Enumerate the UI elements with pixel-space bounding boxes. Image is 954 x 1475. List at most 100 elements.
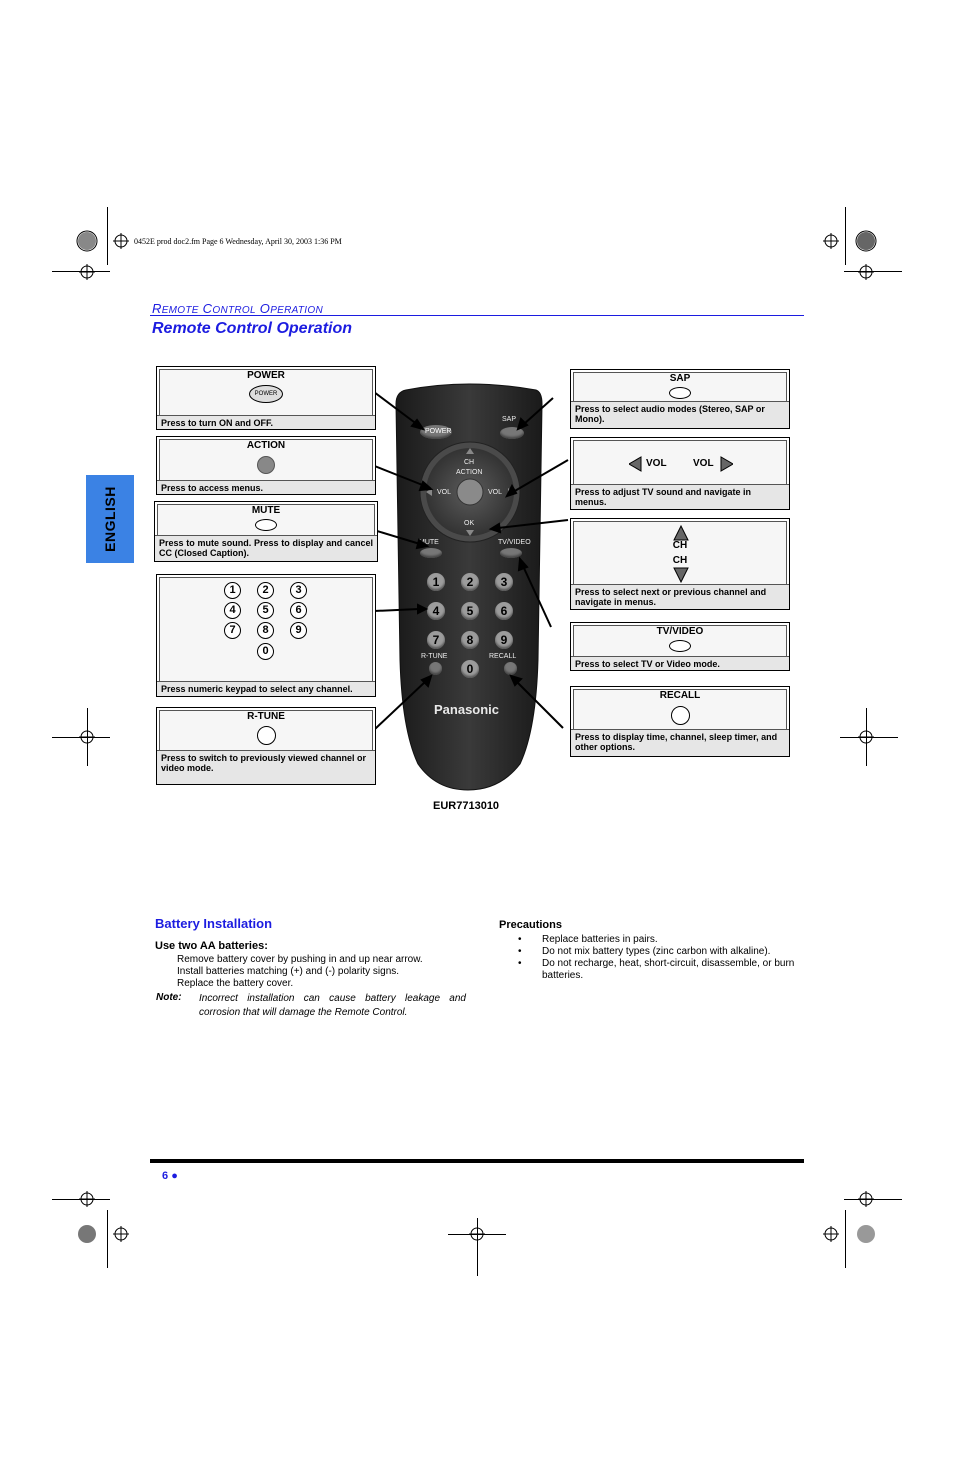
remote-key-1[interactable]: 1	[427, 573, 445, 591]
note-text: Incorrect installation can cause battery…	[199, 993, 466, 1018]
callout-rtune: R-TUNE Press to switch to previously vie…	[156, 707, 376, 785]
ch-down-label: CH	[672, 555, 688, 566]
remote-brand-logo: Panasonic	[434, 702, 500, 717]
remote-key-8[interactable]: 8	[461, 631, 479, 649]
remote-key-0[interactable]: 0	[461, 660, 479, 678]
remote-mute-label: MUTE	[419, 539, 439, 546]
remote-key-6[interactable]: 6	[495, 602, 513, 620]
callout-ch: CH CH Press to select next or previous c…	[570, 518, 790, 610]
remote-tvvideo-label: TV/VIDEO	[498, 539, 531, 546]
power-button-icon: POWER	[249, 385, 283, 403]
header-rule	[150, 315, 804, 316]
remote-recall-label: RECALL	[489, 653, 517, 660]
keypad-1-icon: 1	[224, 582, 241, 599]
remote-mute-button[interactable]	[420, 548, 442, 558]
callout-sap-title: SAP	[669, 373, 691, 384]
vol-arrows-icon	[629, 456, 733, 472]
remote-sap-label: SAP	[502, 416, 517, 423]
remote-recall-button[interactable]	[504, 662, 517, 675]
callout-mute-title: MUTE	[251, 505, 281, 516]
language-tab: ENGLISH	[86, 475, 134, 563]
battery-step-1: Remove battery cover by pushing in and u…	[177, 954, 423, 965]
remote-key-7[interactable]: 7	[427, 631, 445, 649]
precaution-item: Replace batteries in pairs.	[518, 934, 803, 946]
callout-vol: VOL VOL Press to adjust TV sound and nav…	[570, 437, 790, 510]
callout-keypad: 1 2 3 4 5 6 7 8 9 0 Press numeric keypad…	[156, 574, 376, 697]
remote-vol-right-label: VOL	[488, 489, 503, 496]
callout-action-title: ACTION	[246, 440, 286, 451]
precautions-title: Precautions	[499, 919, 562, 931]
section-header: REMOTE CONTROL OPERATION	[152, 301, 323, 316]
keypad-6-icon: 6	[290, 602, 307, 619]
callout-mute-desc: Press to mute sound. Press to display an…	[155, 535, 377, 561]
action-button-icon	[257, 456, 275, 474]
callout-tvvideo-title: TV/VIDEO	[656, 626, 704, 637]
callout-power-title: POWER	[247, 370, 285, 381]
keypad-0-icon: 0	[257, 643, 274, 660]
precaution-item: Do not recharge, heat, short-circuit, di…	[518, 958, 803, 982]
remote-vol-left-label: VOL	[437, 489, 452, 496]
callout-rtune-desc: Press to switch to previously viewed cha…	[157, 750, 375, 784]
keypad-4-icon: 4	[224, 602, 241, 619]
callout-power: POWER POWER Press to turn ON and OFF.	[156, 366, 376, 430]
remote-power-label: POWER	[425, 428, 452, 435]
note-label: Note:	[156, 992, 182, 1003]
remote-key-3[interactable]: 3	[495, 573, 513, 591]
remote-action-label: ACTION	[456, 469, 483, 476]
keypad-7-icon: 7	[224, 622, 241, 639]
bullet-icon: ●	[171, 1170, 178, 1182]
callout-sap: SAP Press to select audio modes (Stereo,…	[570, 369, 790, 429]
battery-subtitle: Use two AA batteries:	[155, 940, 268, 952]
vol-left-label: VOL	[646, 458, 667, 469]
page-number: 6 ●	[162, 1170, 178, 1182]
callout-ch-desc: Press to select next or previous channel…	[571, 584, 789, 609]
remote-tvvideo-button[interactable]	[500, 548, 522, 558]
callout-power-desc: Press to turn ON and OFF.	[157, 415, 375, 429]
rtune-button-icon	[257, 726, 276, 745]
callout-recall-desc: Press to display time, channel, sleep ti…	[571, 729, 789, 756]
remote-rtune-button[interactable]	[429, 662, 442, 675]
keypad-9-icon: 9	[290, 622, 307, 639]
tvvideo-button-icon	[669, 640, 691, 652]
callout-action-desc: Press to access menus.	[157, 480, 375, 494]
keypad-8-icon: 8	[257, 622, 274, 639]
remote-body	[395, 383, 543, 791]
remote-key-9[interactable]: 9	[495, 631, 513, 649]
remote-rtune-label: R-TUNE	[421, 653, 448, 660]
keypad-3-icon: 3	[290, 582, 307, 599]
callout-keypad-desc: Press numeric keypad to select any chann…	[157, 681, 375, 696]
ch-up-label: CH	[672, 540, 688, 551]
callout-action: ACTION Press to access menus.	[156, 436, 376, 495]
battery-step-3: Replace the battery cover.	[177, 978, 294, 989]
callout-tvvideo: TV/VIDEO Press to select TV or Video mod…	[570, 622, 790, 671]
file-info: 0452E prod doc2.fm Page 6 Wednesday, Apr…	[134, 237, 342, 246]
remote-key-5[interactable]: 5	[461, 602, 479, 620]
callout-tvvideo-desc: Press to select TV or Video mode.	[571, 656, 789, 670]
remote-ch-label: CH	[464, 459, 475, 466]
ch-down-arrow-icon	[673, 567, 689, 583]
callout-recall-title: RECALL	[659, 690, 701, 701]
model-number: EUR7713010	[433, 800, 500, 812]
callout-mute: MUTE Press to mute sound. Press to displ…	[154, 501, 378, 562]
precautions-list: Replace batteries in pairs. Do not mix b…	[518, 934, 803, 982]
precaution-item: Do not mix battery types (zinc carbon wi…	[518, 946, 803, 958]
callout-recall: RECALL Press to display time, channel, s…	[570, 686, 790, 757]
footer-rule	[150, 1159, 804, 1163]
remote-ok-label: OK	[464, 520, 475, 527]
callout-sap-desc: Press to select audio modes (Stereo, SAP…	[571, 401, 789, 428]
keypad-5-icon: 5	[257, 602, 274, 619]
page-title: Remote Control Operation	[152, 320, 353, 337]
remote-key-2[interactable]: 2	[461, 573, 479, 591]
recall-button-icon	[671, 706, 690, 725]
mute-button-icon	[255, 519, 277, 531]
callout-vol-desc: Press to adjust TV sound and navigate in…	[571, 484, 789, 509]
keypad-2-icon: 2	[257, 582, 274, 599]
ch-up-arrow-icon	[673, 525, 689, 541]
callout-rtune-title: R-TUNE	[247, 711, 285, 722]
sap-button-icon	[669, 387, 691, 399]
remote-power-button[interactable]	[420, 425, 452, 439]
remote-key-4[interactable]: 4	[427, 602, 445, 620]
vol-right-label: VOL	[693, 458, 714, 469]
